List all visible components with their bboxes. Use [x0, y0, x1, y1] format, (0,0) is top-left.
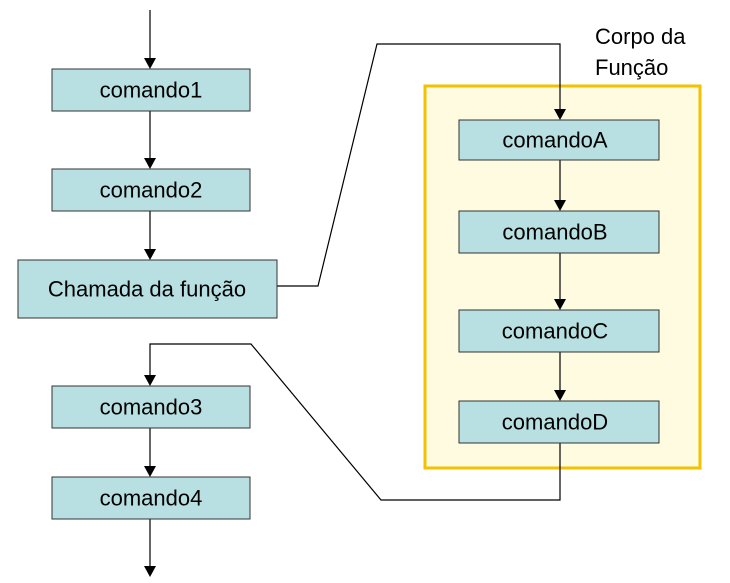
call-edge — [277, 43, 566, 287]
arrowhead-comandoC — [554, 299, 566, 310]
arrowhead-comando4 — [144, 466, 156, 477]
arrowhead-comandoA — [554, 109, 566, 120]
node-comandoC-box — [458, 309, 660, 353]
node-comando2-label: comando2 — [100, 178, 203, 203]
node-comandoC: comandoC — [458, 309, 660, 353]
node-comandoB: comandoB — [458, 210, 660, 254]
edge-comandoD-comando3 — [149, 343, 561, 501]
node-comando4: comando4 — [51, 476, 251, 520]
node-comandoA-box — [458, 119, 660, 161]
node-comando4-box — [51, 476, 251, 520]
node-comando2: comando2 — [51, 168, 251, 212]
node-comando1-box — [51, 68, 251, 112]
node-comando3-box — [51, 385, 251, 429]
node-comandoD-label: comandoD — [502, 410, 608, 435]
function-body-edges — [554, 160, 566, 401]
function-body-title-line2: Função — [595, 55, 668, 80]
arrowhead-comando2 — [144, 158, 156, 169]
node-chamada: Chamada da função — [17, 259, 278, 319]
arrowhead-entry — [144, 58, 156, 69]
arrowhead-exit — [144, 566, 156, 577]
node-comando1: comando1 — [51, 68, 251, 112]
node-comando1-label: comando1 — [100, 78, 203, 103]
node-comando3: comando3 — [51, 385, 251, 429]
node-comandoA: comandoA — [458, 119, 660, 161]
main-flow-edges — [144, 10, 156, 577]
edge-chamada-comandoA — [277, 43, 561, 287]
node-chamada-label: Chamada da função — [48, 277, 246, 302]
arrowhead-comandoD — [554, 390, 566, 401]
function-body-title-line1: Corpo da — [595, 24, 686, 49]
node-chamada-box — [17, 259, 278, 319]
node-comandoD-box — [458, 400, 660, 444]
node-comandoA-label: comandoA — [502, 128, 608, 153]
node-comando3-label: comando3 — [100, 395, 203, 420]
arrowhead-comando3 — [144, 375, 156, 386]
node-comandoB-box — [458, 210, 660, 254]
node-comando2-box — [51, 168, 251, 212]
node-comandoC-label: comandoC — [502, 319, 609, 344]
return-edge — [144, 343, 561, 501]
arrowhead-comandoB — [554, 200, 566, 211]
node-comando4-label: comando4 — [100, 486, 203, 511]
node-comandoB-label: comandoB — [502, 220, 607, 245]
arrowhead-chamada — [144, 249, 156, 260]
node-comandoD: comandoD — [458, 400, 660, 444]
